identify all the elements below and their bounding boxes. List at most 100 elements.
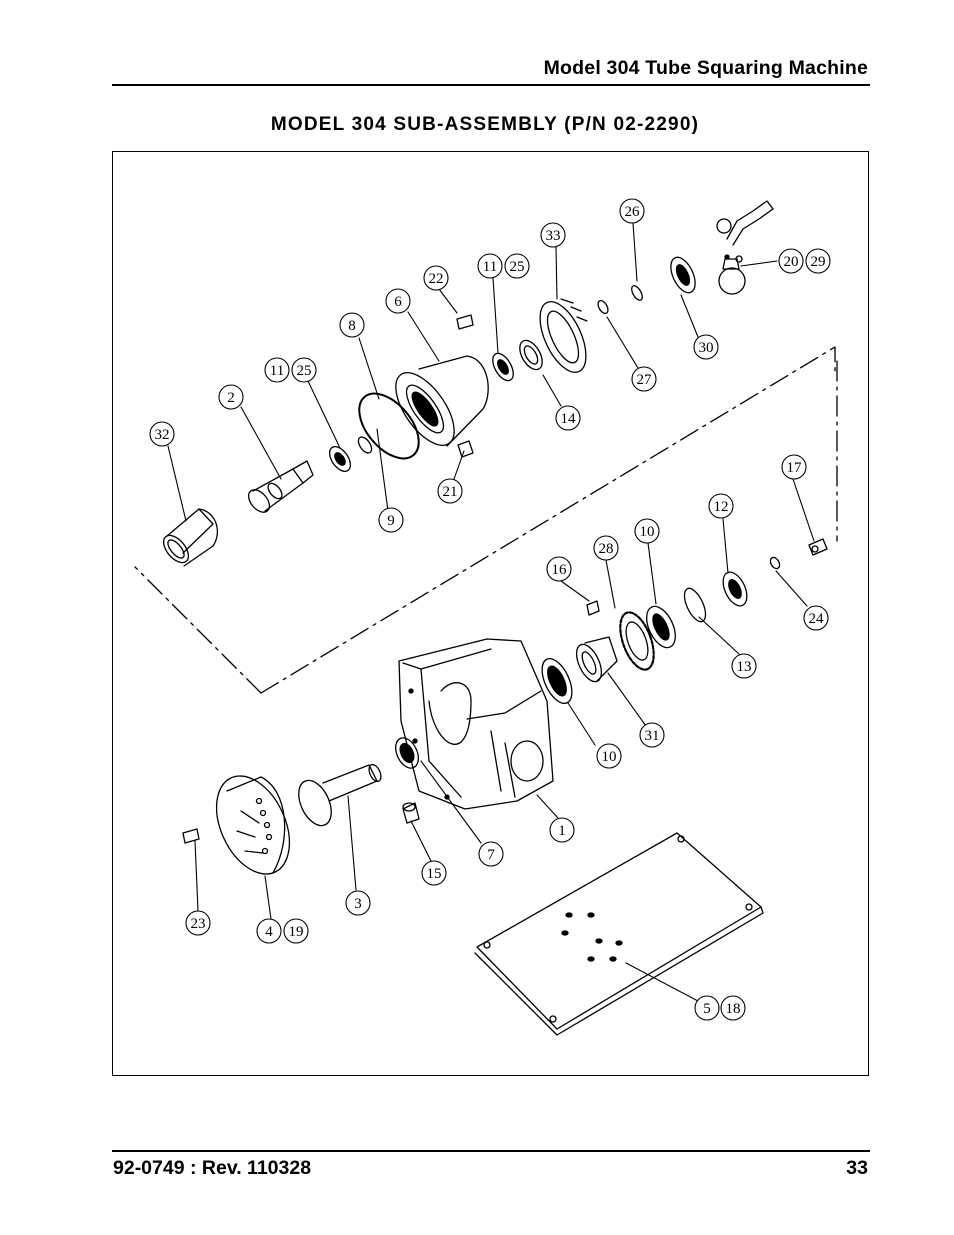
part-bearing xyxy=(670,256,696,294)
part-sleeve xyxy=(162,508,218,567)
callout-label: 13 xyxy=(737,659,752,675)
exploded-view-drawing: 1 2 3 4 5 6 7 8 9 10 10 11 11 12 13 14 1… xyxy=(134,198,838,1036)
callout xyxy=(803,605,829,631)
footer-rule xyxy=(112,1150,870,1152)
part-main-body xyxy=(398,638,554,810)
callout-label: 6 xyxy=(394,294,402,310)
callout-label: 8 xyxy=(348,318,356,334)
callout-label: 23 xyxy=(191,916,206,932)
callout xyxy=(694,995,720,1021)
part-bearing xyxy=(492,352,514,382)
callout-label: 4 xyxy=(265,924,273,940)
callout xyxy=(378,507,404,533)
callout xyxy=(185,910,211,936)
callout xyxy=(593,535,619,561)
callout-label: 15 xyxy=(427,866,442,882)
callout-label: 25 xyxy=(510,259,525,275)
callout xyxy=(781,454,807,480)
callout-label: 9 xyxy=(387,513,395,529)
callout-label: 12 xyxy=(714,499,729,515)
part-seal xyxy=(519,339,543,371)
callout-label: 32 xyxy=(155,427,170,443)
part-screw xyxy=(182,828,200,844)
callout xyxy=(478,841,504,867)
callout xyxy=(149,421,175,447)
callout xyxy=(549,817,575,843)
callout-label: 21 xyxy=(443,484,458,500)
callout xyxy=(555,405,581,431)
callout xyxy=(504,253,530,279)
part-hub xyxy=(575,636,618,683)
assembly-dashed-line xyxy=(134,566,262,694)
callout xyxy=(339,312,365,338)
callout-label: 1 xyxy=(558,823,566,839)
part-washer xyxy=(631,285,643,301)
callout-label: 27 xyxy=(637,372,653,388)
callout-label: 24 xyxy=(809,611,825,627)
callout xyxy=(291,357,317,383)
callout xyxy=(283,918,309,944)
part-bearing xyxy=(722,571,748,607)
callout-label: 2 xyxy=(227,390,235,406)
part-housing xyxy=(395,355,489,447)
part-washer xyxy=(357,436,373,454)
part-spindle xyxy=(298,763,382,827)
part-bearing xyxy=(328,445,352,473)
part-key xyxy=(586,600,600,616)
callout-label: 3 xyxy=(354,896,362,912)
callout xyxy=(546,556,572,582)
callout-label: 11 xyxy=(483,259,497,275)
part-shaft xyxy=(247,460,314,513)
callout xyxy=(477,253,503,279)
figure-title: MODEL 304 SUB-ASSEMBLY (P/N 02-2290) xyxy=(270,114,700,135)
part-key xyxy=(457,440,474,458)
callout-label: 25 xyxy=(297,363,312,379)
callout xyxy=(264,357,290,383)
callout xyxy=(423,265,449,291)
callout xyxy=(218,384,244,410)
callout-labels: 1 2 3 4 5 6 7 8 9 10 10 11 11 12 13 14 1… xyxy=(155,204,826,1017)
callouts xyxy=(149,198,831,1021)
callout xyxy=(256,918,282,944)
part-washer xyxy=(769,556,781,570)
callout-label: 10 xyxy=(602,749,617,765)
callout-label: 19 xyxy=(289,924,304,940)
callout-label: 20 xyxy=(784,254,799,270)
callout-label: 18 xyxy=(726,1001,741,1017)
callout xyxy=(639,722,665,748)
document-number: 92-0749 : Rev. 110328 xyxy=(113,1157,312,1179)
callout-label: 30 xyxy=(699,340,714,356)
part-dial xyxy=(539,298,588,373)
callout xyxy=(708,493,734,519)
callout xyxy=(437,478,463,504)
leader-lines xyxy=(167,222,815,1002)
document-header-title: Model 304 Tube Squaring Machine xyxy=(543,57,868,79)
callout xyxy=(720,995,746,1021)
part-handle xyxy=(716,200,774,295)
callout xyxy=(731,653,757,679)
exploded-view-figure: 1 2 3 4 5 6 7 8 9 10 10 11 11 12 13 14 1… xyxy=(112,151,869,1076)
callout-label: 31 xyxy=(645,728,660,744)
callout-label: 10 xyxy=(640,524,655,540)
callout xyxy=(693,334,719,360)
callout xyxy=(805,248,831,274)
callout xyxy=(631,366,657,392)
callout-label: 16 xyxy=(552,562,568,578)
callout xyxy=(778,248,804,274)
part-spacer xyxy=(402,802,420,824)
callout xyxy=(619,198,645,224)
callout xyxy=(385,288,411,314)
callout xyxy=(634,518,660,544)
callout xyxy=(421,860,447,886)
callout xyxy=(540,222,566,248)
part-chuck xyxy=(215,775,291,875)
callout-label: 29 xyxy=(811,254,826,270)
callout xyxy=(596,743,622,769)
part-bearing xyxy=(541,658,573,704)
header-rule xyxy=(112,84,870,86)
part-retaining-ring xyxy=(683,587,707,623)
callout-label: 17 xyxy=(787,460,803,476)
part-gear xyxy=(619,611,655,671)
part-bearing xyxy=(646,605,676,649)
assembly-dashed-line xyxy=(260,346,836,694)
